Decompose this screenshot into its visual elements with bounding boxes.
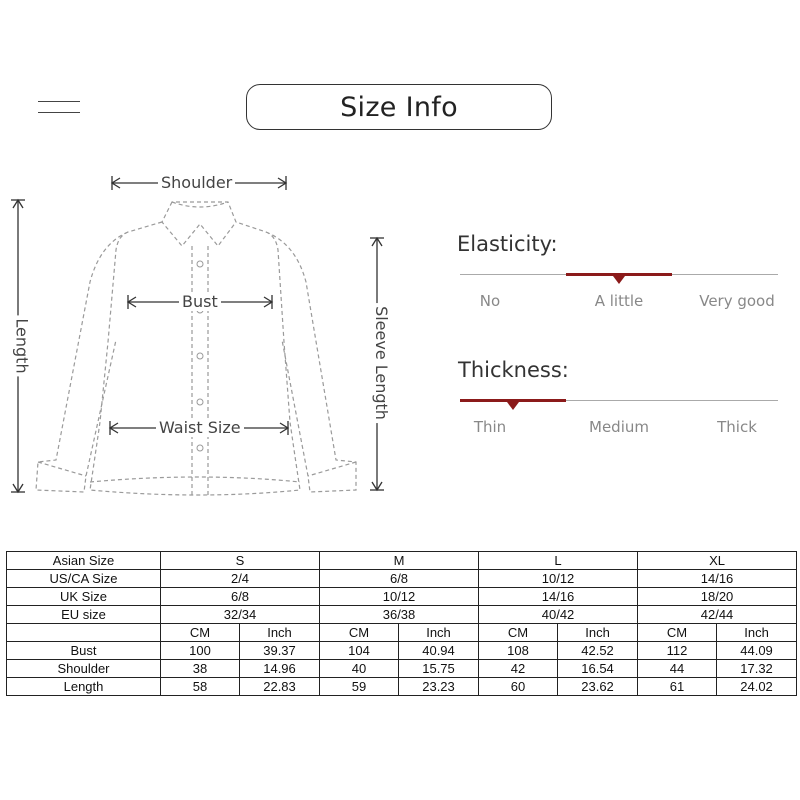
table-cell: L: [478, 551, 639, 570]
shoulder-label: Shoulder: [158, 174, 236, 192]
unit-header: CM: [160, 623, 240, 642]
table-row: EU size 32/34 36/38 40/42 42/44: [6, 605, 798, 624]
unit-header: CM: [637, 623, 718, 642]
table-cell: 40.94: [398, 641, 480, 660]
table-cell: 61: [637, 677, 718, 696]
table-cell: 44: [637, 659, 718, 678]
table-cell: 17.32: [716, 659, 798, 678]
table-cell: 14/16: [637, 569, 798, 588]
table-cell: 112: [637, 641, 718, 660]
row-label: Bust: [6, 641, 161, 660]
table-cell: 15.75: [398, 659, 480, 678]
table-cell: 14.96: [238, 659, 321, 678]
table-cell: 18/20: [637, 587, 798, 606]
row-label: US/CA Size: [6, 569, 161, 588]
table-cell: 58: [160, 677, 240, 696]
table-cell: 40/42: [478, 605, 639, 624]
row-label: EU size: [6, 605, 161, 624]
table-cell: 39.37: [238, 641, 321, 660]
thickness-option-thin: Thin: [473, 418, 507, 436]
table-cell: 2/4: [159, 569, 321, 588]
table-cell: 24.02: [716, 677, 798, 696]
unit-header: Inch: [238, 623, 321, 642]
table-cell: 108: [478, 641, 559, 660]
unit-header: CM: [478, 623, 559, 642]
table-row: Length 58 22.83 59 23.23 60 23.62 61 24.…: [6, 677, 798, 696]
table-cell: 23.62: [557, 677, 639, 696]
thickness-option-thick: Thick: [717, 418, 757, 436]
table-cell: XL: [637, 551, 798, 570]
shirt-outline-icon: [11, 176, 384, 496]
table-cell: 40: [319, 659, 400, 678]
table-cell: 36/38: [319, 605, 480, 624]
page-title: Size Info: [246, 84, 552, 130]
table-row: Shoulder 38 14.96 40 15.75 42 16.54 44 1…: [6, 659, 798, 678]
elasticity-indicator: [566, 273, 672, 276]
table-cell: 10/12: [319, 587, 480, 606]
table-cell: 16.54: [557, 659, 639, 678]
elasticity-title: Elasticity:: [457, 232, 558, 256]
table-cell: 14/16: [478, 587, 639, 606]
unit-header: CM: [319, 623, 400, 642]
thickness-title: Thickness:: [458, 358, 569, 382]
table-cell: 38: [160, 659, 240, 678]
table-cell: S: [159, 551, 321, 570]
table-cell: 22.83: [238, 677, 321, 696]
table-cell: 60: [478, 677, 559, 696]
table-cell: 23.23: [398, 677, 480, 696]
thickness-track: [460, 400, 778, 401]
unit-header: Inch: [716, 623, 798, 642]
table-cell: 44.09: [716, 641, 798, 660]
menu-icon-line-bottom: [38, 112, 80, 113]
table-cell: 42: [478, 659, 559, 678]
sleeve-length-label: Sleeve Length: [371, 303, 391, 423]
elasticity-option-very-good: Very good: [699, 292, 775, 310]
table-row: US/CA Size 2/4 6/8 10/12 14/16: [6, 569, 798, 588]
menu-icon-line-top: [38, 101, 80, 102]
table-row: Asian Size S M L XL: [6, 551, 798, 570]
table-cell: 59: [319, 677, 400, 696]
table-cell: 100: [160, 641, 240, 660]
thickness-pointer-icon: [507, 402, 519, 410]
elasticity-pointer-icon: [613, 276, 625, 284]
table-row: UK Size 6/8 10/12 14/16 18/20: [6, 587, 798, 606]
thickness-indicator: [460, 399, 566, 402]
waist-size-label: Waist Size: [156, 419, 244, 437]
unit-header: Inch: [398, 623, 480, 642]
elasticity-option-no: No: [479, 292, 501, 310]
unit-header: Inch: [557, 623, 639, 642]
table-cell: 10/12: [478, 569, 639, 588]
table-cell: 104: [319, 641, 400, 660]
length-label: Length: [12, 315, 32, 377]
row-label: Shoulder: [6, 659, 161, 678]
elasticity-option-a-little: A little: [594, 292, 644, 310]
table-cell: [6, 623, 161, 642]
table-cell: 6/8: [159, 587, 321, 606]
size-chart-table: Asian Size S M L XL US/CA Size 2/4 6/8 1…: [6, 551, 798, 696]
table-row: Bust 100 39.37 104 40.94 108 42.52 112 4…: [6, 641, 798, 660]
row-label: Asian Size: [6, 551, 161, 570]
table-cell: 32/34: [159, 605, 321, 624]
table-cell: M: [319, 551, 480, 570]
row-label: UK Size: [6, 587, 161, 606]
table-cell: 42.52: [557, 641, 639, 660]
thickness-option-medium: Medium: [589, 418, 649, 436]
table-cell: 42/44: [637, 605, 798, 624]
shirt-diagram: Shoulder Bust Waist Size Length Sleeve L…: [0, 160, 420, 510]
table-cell: 6/8: [319, 569, 480, 588]
bust-label: Bust: [179, 293, 221, 311]
unit-header-row: CM Inch CM Inch CM Inch CM Inch: [6, 623, 798, 642]
row-label: Length: [6, 677, 161, 696]
